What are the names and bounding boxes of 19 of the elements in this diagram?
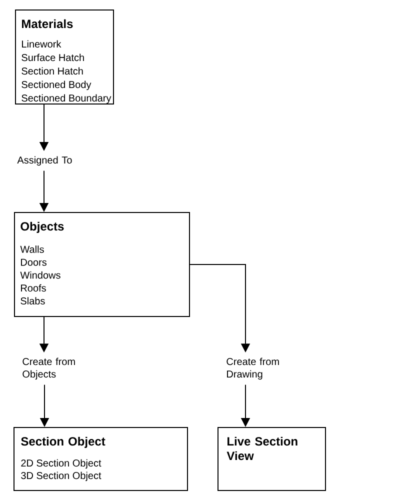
list-item: 2D Section Object xyxy=(21,459,102,469)
box-heading: Live Section View xyxy=(226,436,298,460)
step-label: Create from Objects xyxy=(22,358,75,380)
list-item: Surface Hatch xyxy=(22,54,84,62)
list-item: Windows xyxy=(20,271,60,279)
list-item: 3D Section Object xyxy=(21,472,102,482)
list-item: Roofs xyxy=(21,284,46,292)
list-item: Walls xyxy=(20,246,44,253)
step-label: Assigned To xyxy=(17,156,72,166)
step-label: Create from Drawing xyxy=(226,358,279,380)
box-heading: Materials xyxy=(22,19,73,28)
list-item: Sectioned Boundary xyxy=(22,94,112,104)
list-item: Slabs xyxy=(20,297,45,304)
list-item: Linework xyxy=(22,40,62,48)
box-heading: Objects xyxy=(20,222,64,233)
list-item: Doors xyxy=(21,258,46,266)
list-item: Sectioned Body xyxy=(22,80,92,90)
list-item: Section Hatch xyxy=(22,67,83,75)
box-heading: Section Object xyxy=(21,436,106,448)
